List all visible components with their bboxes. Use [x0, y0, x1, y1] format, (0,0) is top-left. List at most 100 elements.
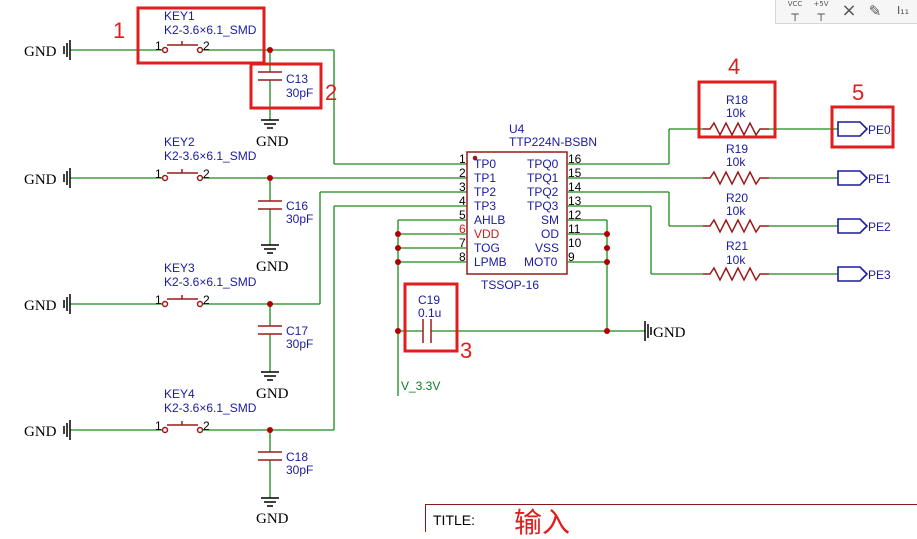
- key3[interactable]: GND KEY3 K2-3.6×6.1_SMD 1 2 C17 30pF GND: [24, 261, 313, 402]
- key-ref: KEY2: [164, 135, 195, 149]
- supply-junctions: [395, 231, 610, 334]
- resistor-value: 10k: [726, 155, 746, 169]
- svg-text:4: 4: [459, 194, 466, 208]
- gnd-label: GND: [653, 325, 686, 341]
- vcc-tool[interactable]: VCC ┬: [784, 1, 806, 21]
- svg-text:2: 2: [459, 166, 466, 180]
- resistor-ref: R18: [726, 93, 748, 107]
- cap-value: 30pF: [286, 86, 313, 100]
- resistor-r18[interactable]: R18 10k: [703, 93, 769, 137]
- callout-number-3: 3: [460, 338, 472, 363]
- cap-ref: C19: [418, 293, 440, 307]
- net-label-tool[interactable]: I₁₁: [890, 1, 916, 21]
- svg-text:AHLB: AHLB: [474, 213, 505, 227]
- no-connect-tool[interactable]: ×: [838, 1, 860, 21]
- cap-value: 0.1u: [418, 306, 441, 320]
- svg-text:LPMB: LPMB: [474, 255, 507, 269]
- pin1-label: 1: [155, 419, 162, 433]
- callout-number-2: 2: [325, 80, 337, 105]
- svg-text:16: 16: [568, 152, 582, 166]
- cap-gnd-label: GND: [256, 134, 289, 150]
- left-gnd-symbols: [63, 40, 71, 440]
- key1[interactable]: GND KEY1 K2-3.6×6.1_SMD 1 2 C13 30pF GND: [24, 9, 313, 150]
- net-port-pe0: [837, 121, 869, 137]
- svg-text:TPQ3: TPQ3: [527, 199, 559, 213]
- key-ref: KEY1: [164, 9, 195, 23]
- key-value: K2-3.6×6.1_SMD: [164, 401, 257, 415]
- pin1-label: 1: [155, 293, 162, 307]
- resistor-r19[interactable]: R19 10k: [703, 142, 769, 186]
- pin2-label: 2: [203, 293, 210, 307]
- pin1-label: 1: [155, 167, 162, 181]
- decoupling-capacitor[interactable]: C19 0.1u: [418, 293, 441, 343]
- net-ports[interactable]: PE0 PE1 PE2 PE3: [837, 121, 891, 282]
- cap-ref: C13: [286, 72, 308, 86]
- cap-ref: C18: [286, 450, 308, 464]
- cap-ref: C17: [286, 324, 308, 338]
- ic-u4[interactable]: U4 TTP224N-BSBN TSSOP-16 1 2 3 4 5 6 7 8…: [459, 122, 597, 292]
- probe-tool[interactable]: ✎: [864, 1, 886, 21]
- key2[interactable]: GND KEY2 K2-3.6×6.1_SMD 1 2 C16 30pF GND: [24, 135, 313, 275]
- decoupling-gnd: GND: [644, 321, 686, 341]
- svg-text:1: 1: [459, 152, 466, 166]
- svg-text:14: 14: [568, 180, 582, 194]
- callout-box-4: [697, 80, 777, 139]
- ic-left-pin-names: TP0 TP1 TP2 TP3 AHLB VDD TOG LPMB: [474, 157, 507, 269]
- probe-icon: ✎: [868, 2, 882, 20]
- callout-number-1: 1: [113, 18, 125, 43]
- svg-text:TP3: TP3: [474, 199, 496, 213]
- resistor-r21[interactable]: R21 10k: [703, 239, 769, 282]
- pin1-marker: [472, 155, 478, 161]
- key-ref: KEY3: [164, 261, 195, 275]
- svg-text:VSS: VSS: [535, 241, 559, 255]
- gnd-label: GND: [24, 424, 57, 440]
- ic-body: [466, 151, 568, 275]
- svg-text:5: 5: [459, 208, 466, 222]
- svg-text:7: 7: [459, 236, 466, 250]
- pin2-label: 2: [203, 167, 210, 181]
- resistor-ref: R19: [726, 142, 748, 156]
- callout-box-2: [249, 62, 323, 110]
- key-junctions: [267, 47, 273, 433]
- title-label: TITLE:: [433, 512, 476, 528]
- port-label: PE3: [868, 268, 891, 282]
- net-port-pe1: [837, 170, 869, 186]
- callout-box-5: [830, 105, 895, 149]
- ic-ref: U4: [509, 122, 525, 136]
- svg-text:15: 15: [568, 166, 582, 180]
- supply-net-label: V_3.3V: [401, 379, 440, 393]
- svg-text:9: 9: [568, 250, 575, 264]
- plus5-label: +5V: [813, 0, 829, 8]
- svg-text:MOT0: MOT0: [524, 255, 558, 269]
- svg-text:10: 10: [568, 236, 582, 250]
- key-capacitors: [258, 71, 282, 461]
- svg-text:TP1: TP1: [474, 171, 496, 185]
- resistor-r20[interactable]: R20 10k: [703, 191, 769, 234]
- gnd-label: GND: [24, 298, 57, 314]
- ic-package: TSSOP-16: [481, 278, 539, 292]
- callout-box-3: [403, 282, 459, 353]
- key4[interactable]: GND KEY4 K2-3.6×6.1_SMD 1 2 C18 30pF GND: [24, 387, 313, 527]
- key-value: K2-3.6×6.1_SMD: [164, 275, 257, 289]
- port-label: PE0: [868, 123, 891, 137]
- cap-value: 30pF: [286, 463, 313, 477]
- svg-text:3: 3: [459, 180, 466, 194]
- plus5-tool[interactable]: +5V ┬: [810, 1, 832, 21]
- key-value: K2-3.6×6.1_SMD: [164, 149, 257, 163]
- key-switches: [161, 41, 204, 434]
- cap-ref: C16: [286, 199, 308, 213]
- svg-text:VDD: VDD: [474, 227, 500, 241]
- callout-box-1: [136, 6, 266, 65]
- cap-gnd-label: GND: [256, 259, 289, 275]
- resistor-ref: R20: [726, 191, 748, 205]
- svg-text:TP2: TP2: [474, 185, 496, 199]
- ic-right-pin-names: TPQ0 TPQ1 TPQ2 TPQ3 SM OD VSS MOT0: [524, 157, 559, 269]
- svg-text:8: 8: [459, 250, 466, 264]
- svg-text:SM: SM: [541, 213, 559, 227]
- cap-gnd-label: GND: [256, 511, 289, 527]
- resistor-value: 10k: [726, 253, 746, 267]
- resistor-ref: R21: [726, 239, 748, 253]
- net-label-icon: I₁₁: [896, 4, 910, 17]
- port-label: PE1: [868, 172, 891, 186]
